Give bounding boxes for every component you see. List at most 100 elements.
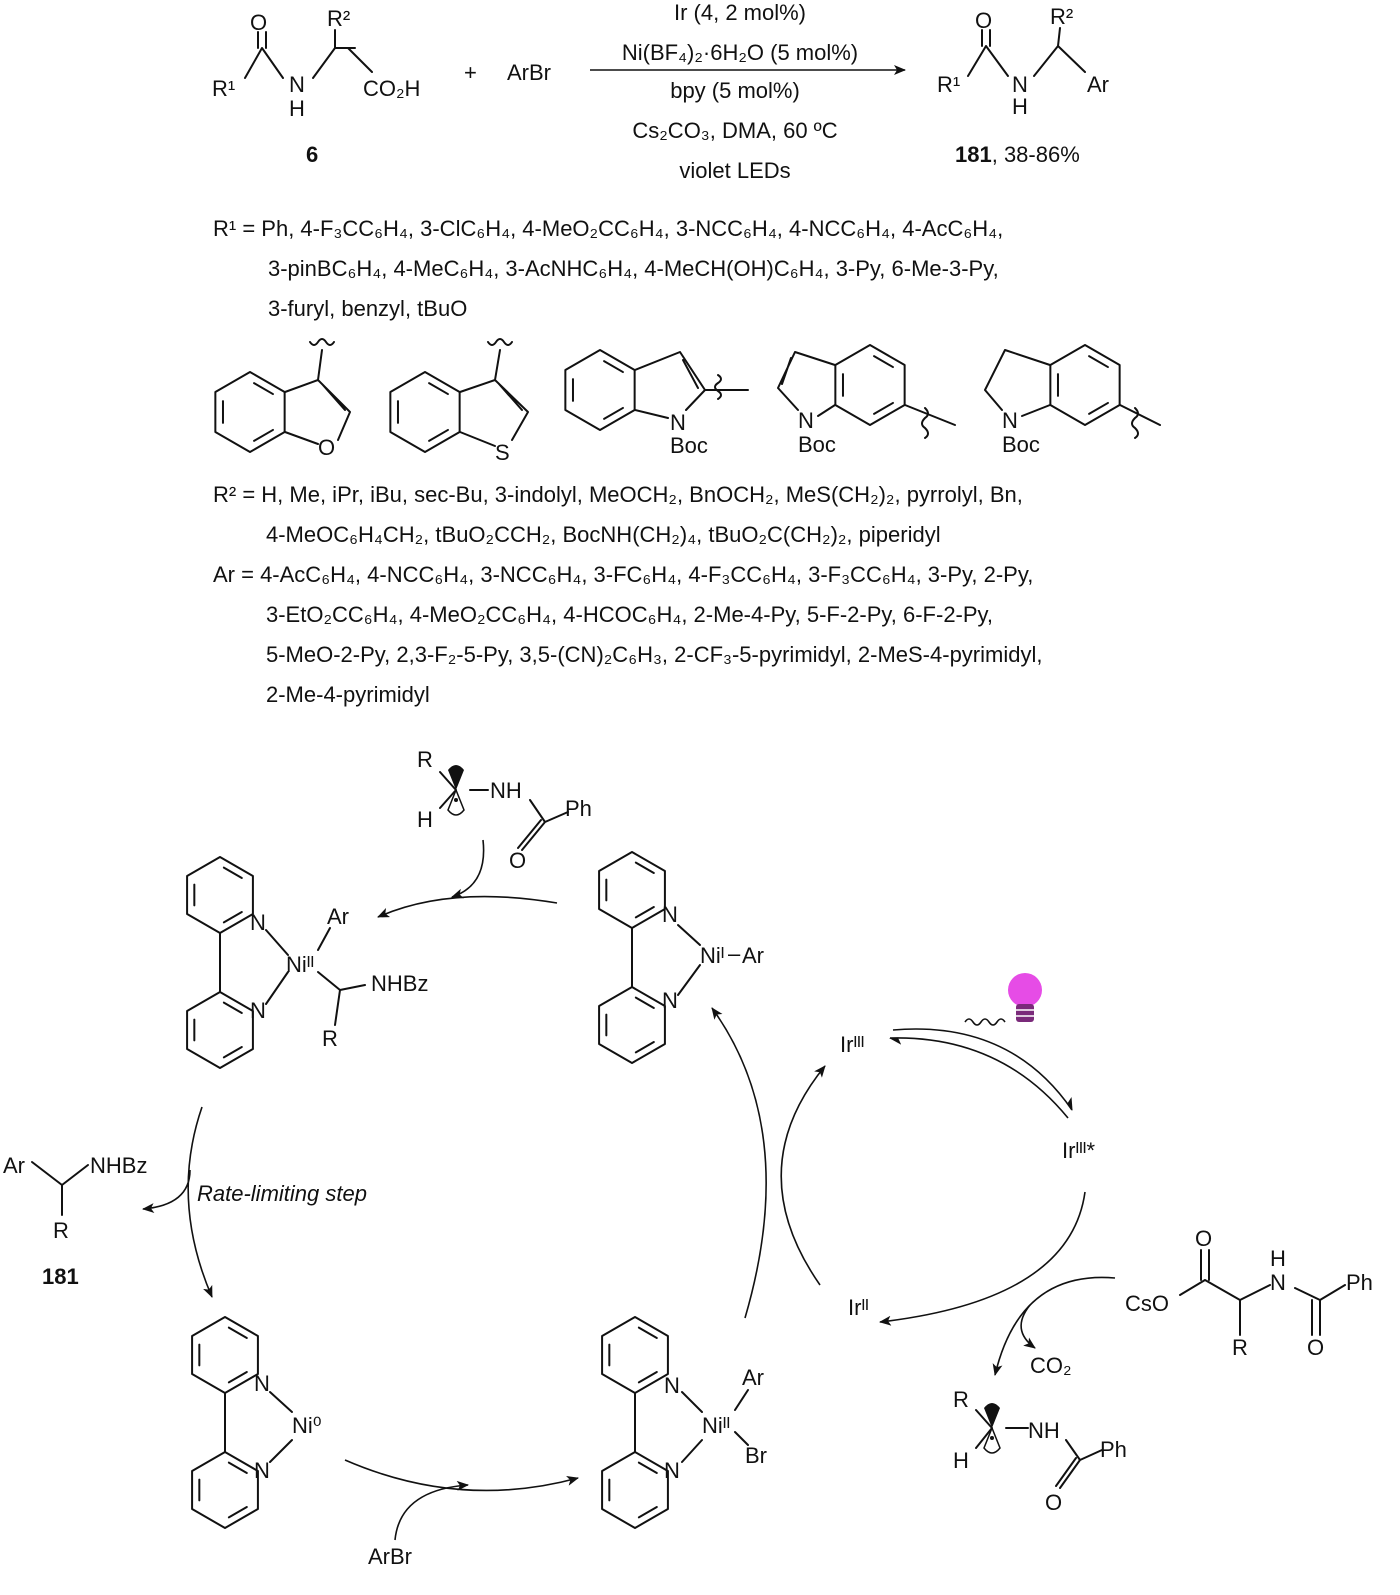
double-bond	[634, 861, 655, 874]
double-bond	[1088, 401, 1109, 415]
double-bond	[637, 1371, 658, 1384]
double-bond	[603, 360, 624, 374]
reactant-amino-acid-6: O R¹ N H R² CO₂H 6	[212, 6, 420, 167]
aryl-bromide-reagent: ArBr	[368, 1544, 412, 1569]
double-bond	[637, 1461, 658, 1474]
atom-label: N	[662, 988, 678, 1013]
benzene-ring	[834, 344, 906, 426]
atom-label: Ar	[3, 1153, 25, 1178]
pyridine-ring	[191, 1451, 259, 1529]
product-181-cycle: Ar NHBz R 181	[3, 1153, 147, 1289]
atom-label: R	[417, 747, 433, 772]
scope-line: Ar = 4-AcC₆H₄, 4-NCC₆H₄, 3-NCC₆H₄, 3-FC₆…	[213, 562, 1033, 587]
atom-label: N	[664, 1373, 680, 1398]
atom-label: N	[798, 408, 814, 433]
cesium-carboxylate-substrate: CsO O H N Ph R O	[1125, 1226, 1373, 1360]
n-boc-indol-2-yl: N Boc	[564, 349, 749, 458]
double-bond	[222, 866, 243, 879]
scope-line: 5-MeO-2-Py, 2,3-F₂-5-Py, 3,5-(CN)₂C₆H₃, …	[266, 642, 1042, 667]
atom-label: R²	[1050, 4, 1073, 29]
scope-line: 3-EtO₂CC₆H₄, 4-MeO₂CC₆H₄, 4-HCOC₆H₄, 2-M…	[266, 602, 993, 627]
pyridine-ring	[598, 986, 666, 1064]
atom-label: O	[975, 8, 992, 33]
atom-label: N	[254, 1458, 270, 1483]
cycle-arrow-reduction	[711, 1007, 767, 1319]
benzene-ring	[564, 349, 636, 431]
photoexcitation-arrow	[892, 1028, 1073, 1111]
compound-label: 6	[306, 142, 318, 167]
product-181: O R¹ N H R² Ar 181, 38-86%	[937, 4, 1109, 167]
compound-label: 181	[955, 142, 992, 167]
radical-dot	[454, 798, 458, 802]
light-bulb-icon	[1008, 973, 1042, 1022]
heterocycle-structures: O S N Boc N Boc N Boc	[214, 338, 1161, 465]
plus-sign: +	[464, 60, 477, 85]
atom-label: R	[53, 1218, 69, 1243]
pyridine-ring	[186, 991, 254, 1069]
cycle-arrow-reductive-elimination	[187, 1106, 213, 1298]
double-bond	[428, 382, 449, 396]
atom-label: NHBz	[371, 971, 428, 996]
bpy-nickel-i-aryl-complex: N N Niᴵ – Ar	[598, 851, 764, 1064]
atom-label: O	[318, 435, 335, 460]
protecting-group: Boc	[798, 432, 836, 457]
atom-label: NH	[490, 778, 522, 803]
double-bond	[222, 1046, 243, 1059]
bpy-nickel-ii-alkyl-complex: N N Niᴵᴵ Ar NHBz R	[186, 856, 428, 1069]
benzofuran-3-yl: O	[214, 338, 351, 460]
double-bond	[873, 355, 894, 369]
relaxation-arrow	[889, 1037, 1069, 1119]
cycle-arrow-radical-capture	[377, 895, 558, 918]
benzene-ring	[389, 371, 461, 453]
double-bond	[637, 1506, 658, 1519]
p-orbital-lobe	[983, 1425, 1001, 1454]
condition-base-solvent: Cs₂CO₃, DMA, 60 ºC	[632, 118, 837, 143]
atom-label: H	[417, 807, 433, 832]
atom-label: H	[1012, 94, 1028, 119]
alpha-amino-radical-bottom: R H NH Ph O	[953, 1387, 1127, 1515]
double-bond	[227, 1371, 248, 1384]
radical-dot	[990, 1436, 994, 1440]
double-bond	[222, 911, 243, 924]
double-bond	[873, 401, 894, 415]
r2-scope: R² = H, Me, iPr, iBu, sec-Bu, 3-indolyl,…	[213, 482, 1023, 547]
bpy-nickel-0-complex: N N Ni⁰	[191, 1316, 322, 1529]
scope-line: 2-Me-4-pyrimidyl	[266, 682, 430, 707]
atom-label: Ar	[327, 904, 349, 929]
ir-iii-label: Irᴵᴵᴵ	[840, 1032, 864, 1057]
pyridine-ring	[598, 851, 666, 929]
double-bond	[634, 906, 655, 919]
r1-scope: R¹ = Ph, 4-F₃CC₆H₄, 3-ClC₆H₄, 4-MeO₂CC₆H…	[213, 216, 1003, 321]
condition-ligand: bpy (5 mol%)	[670, 78, 800, 103]
ir-reductive-quench-arrow	[879, 1191, 1086, 1326]
pyridine-ring	[601, 1316, 669, 1394]
alpha-amino-radical-top: R H NH Ph O	[417, 747, 592, 873]
reaction-conditions: Ir (4, 2 mol%) Ni(BF₄)₂·6H₂O (5 mol%) bp…	[622, 0, 858, 183]
atom-label: N	[1002, 408, 1018, 433]
condition-light: violet LEDs	[679, 158, 790, 183]
condition-nickel: Ni(BF₄)₂·6H₂O (5 mol%)	[622, 40, 858, 65]
scope-line: 3-furyl, benzyl, tBuO	[268, 296, 467, 321]
atom-label: N	[1012, 72, 1028, 97]
atom-label: O	[250, 10, 267, 35]
n-boc-indol-6-yl: N Boc	[777, 344, 956, 457]
atom-label: Ar	[742, 943, 764, 968]
double-bond	[253, 382, 274, 396]
carbon-dioxide: CO₂	[1030, 1353, 1072, 1378]
atom-label: R²	[327, 6, 350, 31]
atom-label: O	[1045, 1490, 1062, 1515]
atom-label: Ph	[1100, 1437, 1127, 1462]
protecting-group: Boc	[670, 433, 708, 458]
atom-label: NH	[1028, 1418, 1060, 1443]
protecting-group: Boc	[1002, 432, 1040, 457]
bulb-thread	[1016, 1009, 1034, 1017]
product-release-arrow	[142, 1169, 191, 1214]
atom-label: O	[1195, 1226, 1212, 1251]
bulb-base	[1016, 1004, 1034, 1022]
metal-center: Niᴵ	[700, 943, 724, 968]
radical-addition-arrow	[451, 839, 485, 899]
atom-label: N	[1270, 1270, 1286, 1295]
atom-label: O	[1307, 1335, 1324, 1360]
double-bond	[1088, 355, 1109, 369]
